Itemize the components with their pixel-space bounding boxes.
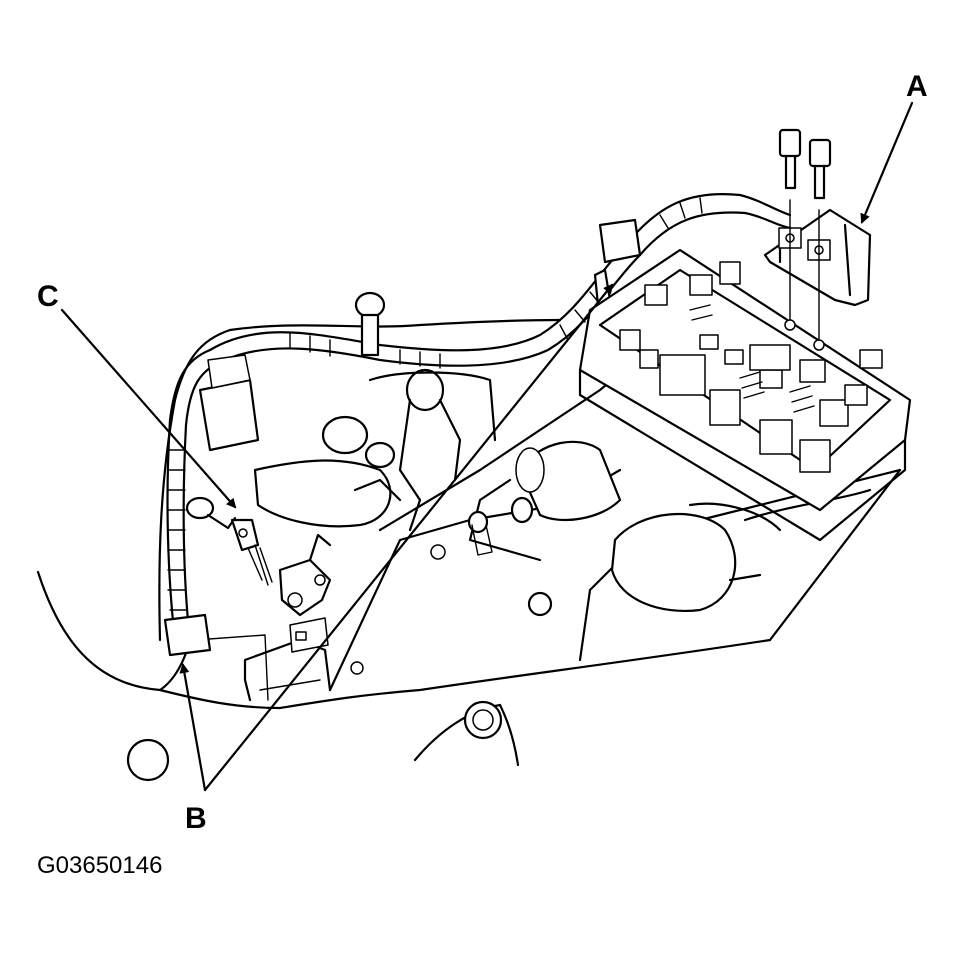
callout-b: B — [185, 802, 207, 835]
fender-outline — [36, 570, 772, 782]
callout-c: C — [37, 280, 59, 313]
leader-c — [60, 308, 237, 509]
leader-b-left — [179, 663, 207, 792]
bracket-a — [763, 128, 872, 351]
wire-harness — [163, 193, 792, 657]
engine-components — [253, 368, 872, 612]
ground-bolt-c — [185, 496, 332, 653]
leader-lines — [60, 101, 914, 792]
callout-a: A — [906, 70, 928, 103]
leader-a — [860, 101, 914, 224]
leader-b-right — [203, 283, 614, 792]
fuse-relay-box — [578, 248, 912, 542]
figure-id: G03650146 — [37, 852, 163, 879]
